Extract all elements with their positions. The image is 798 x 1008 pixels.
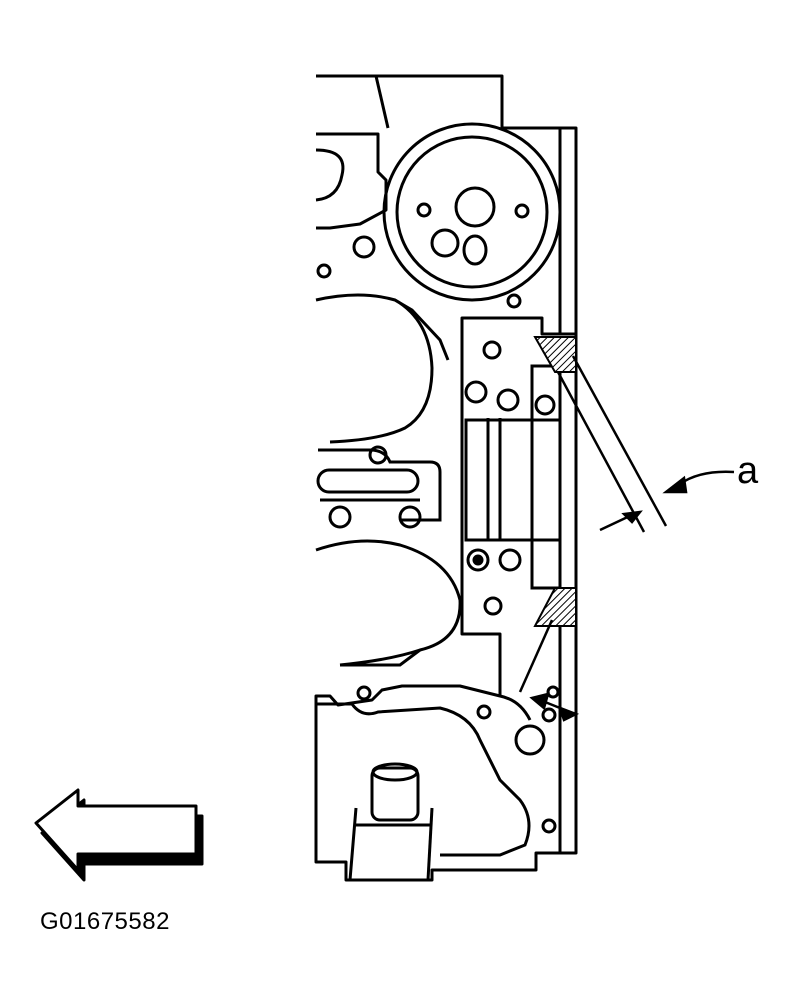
callout-label-a: a [737,450,759,492]
upper-seal-hatch [533,336,577,373]
measurement-arrows [518,470,735,722]
lower-cam-cutout [315,539,462,667]
lower-section [316,685,560,857]
upper-cam-cutout [315,293,450,444]
centre-channel [316,445,442,529]
arrow-left-icon [34,788,204,882]
valve-lifter [348,762,434,881]
head-outline [314,74,578,882]
centre-block [464,340,562,616]
lower-seal-hatch [533,587,577,627]
upper-bore [315,122,562,309]
straight-edge [556,355,668,533]
gasket-seal-zones [533,336,577,627]
figure-id: G01675582 [40,908,170,935]
